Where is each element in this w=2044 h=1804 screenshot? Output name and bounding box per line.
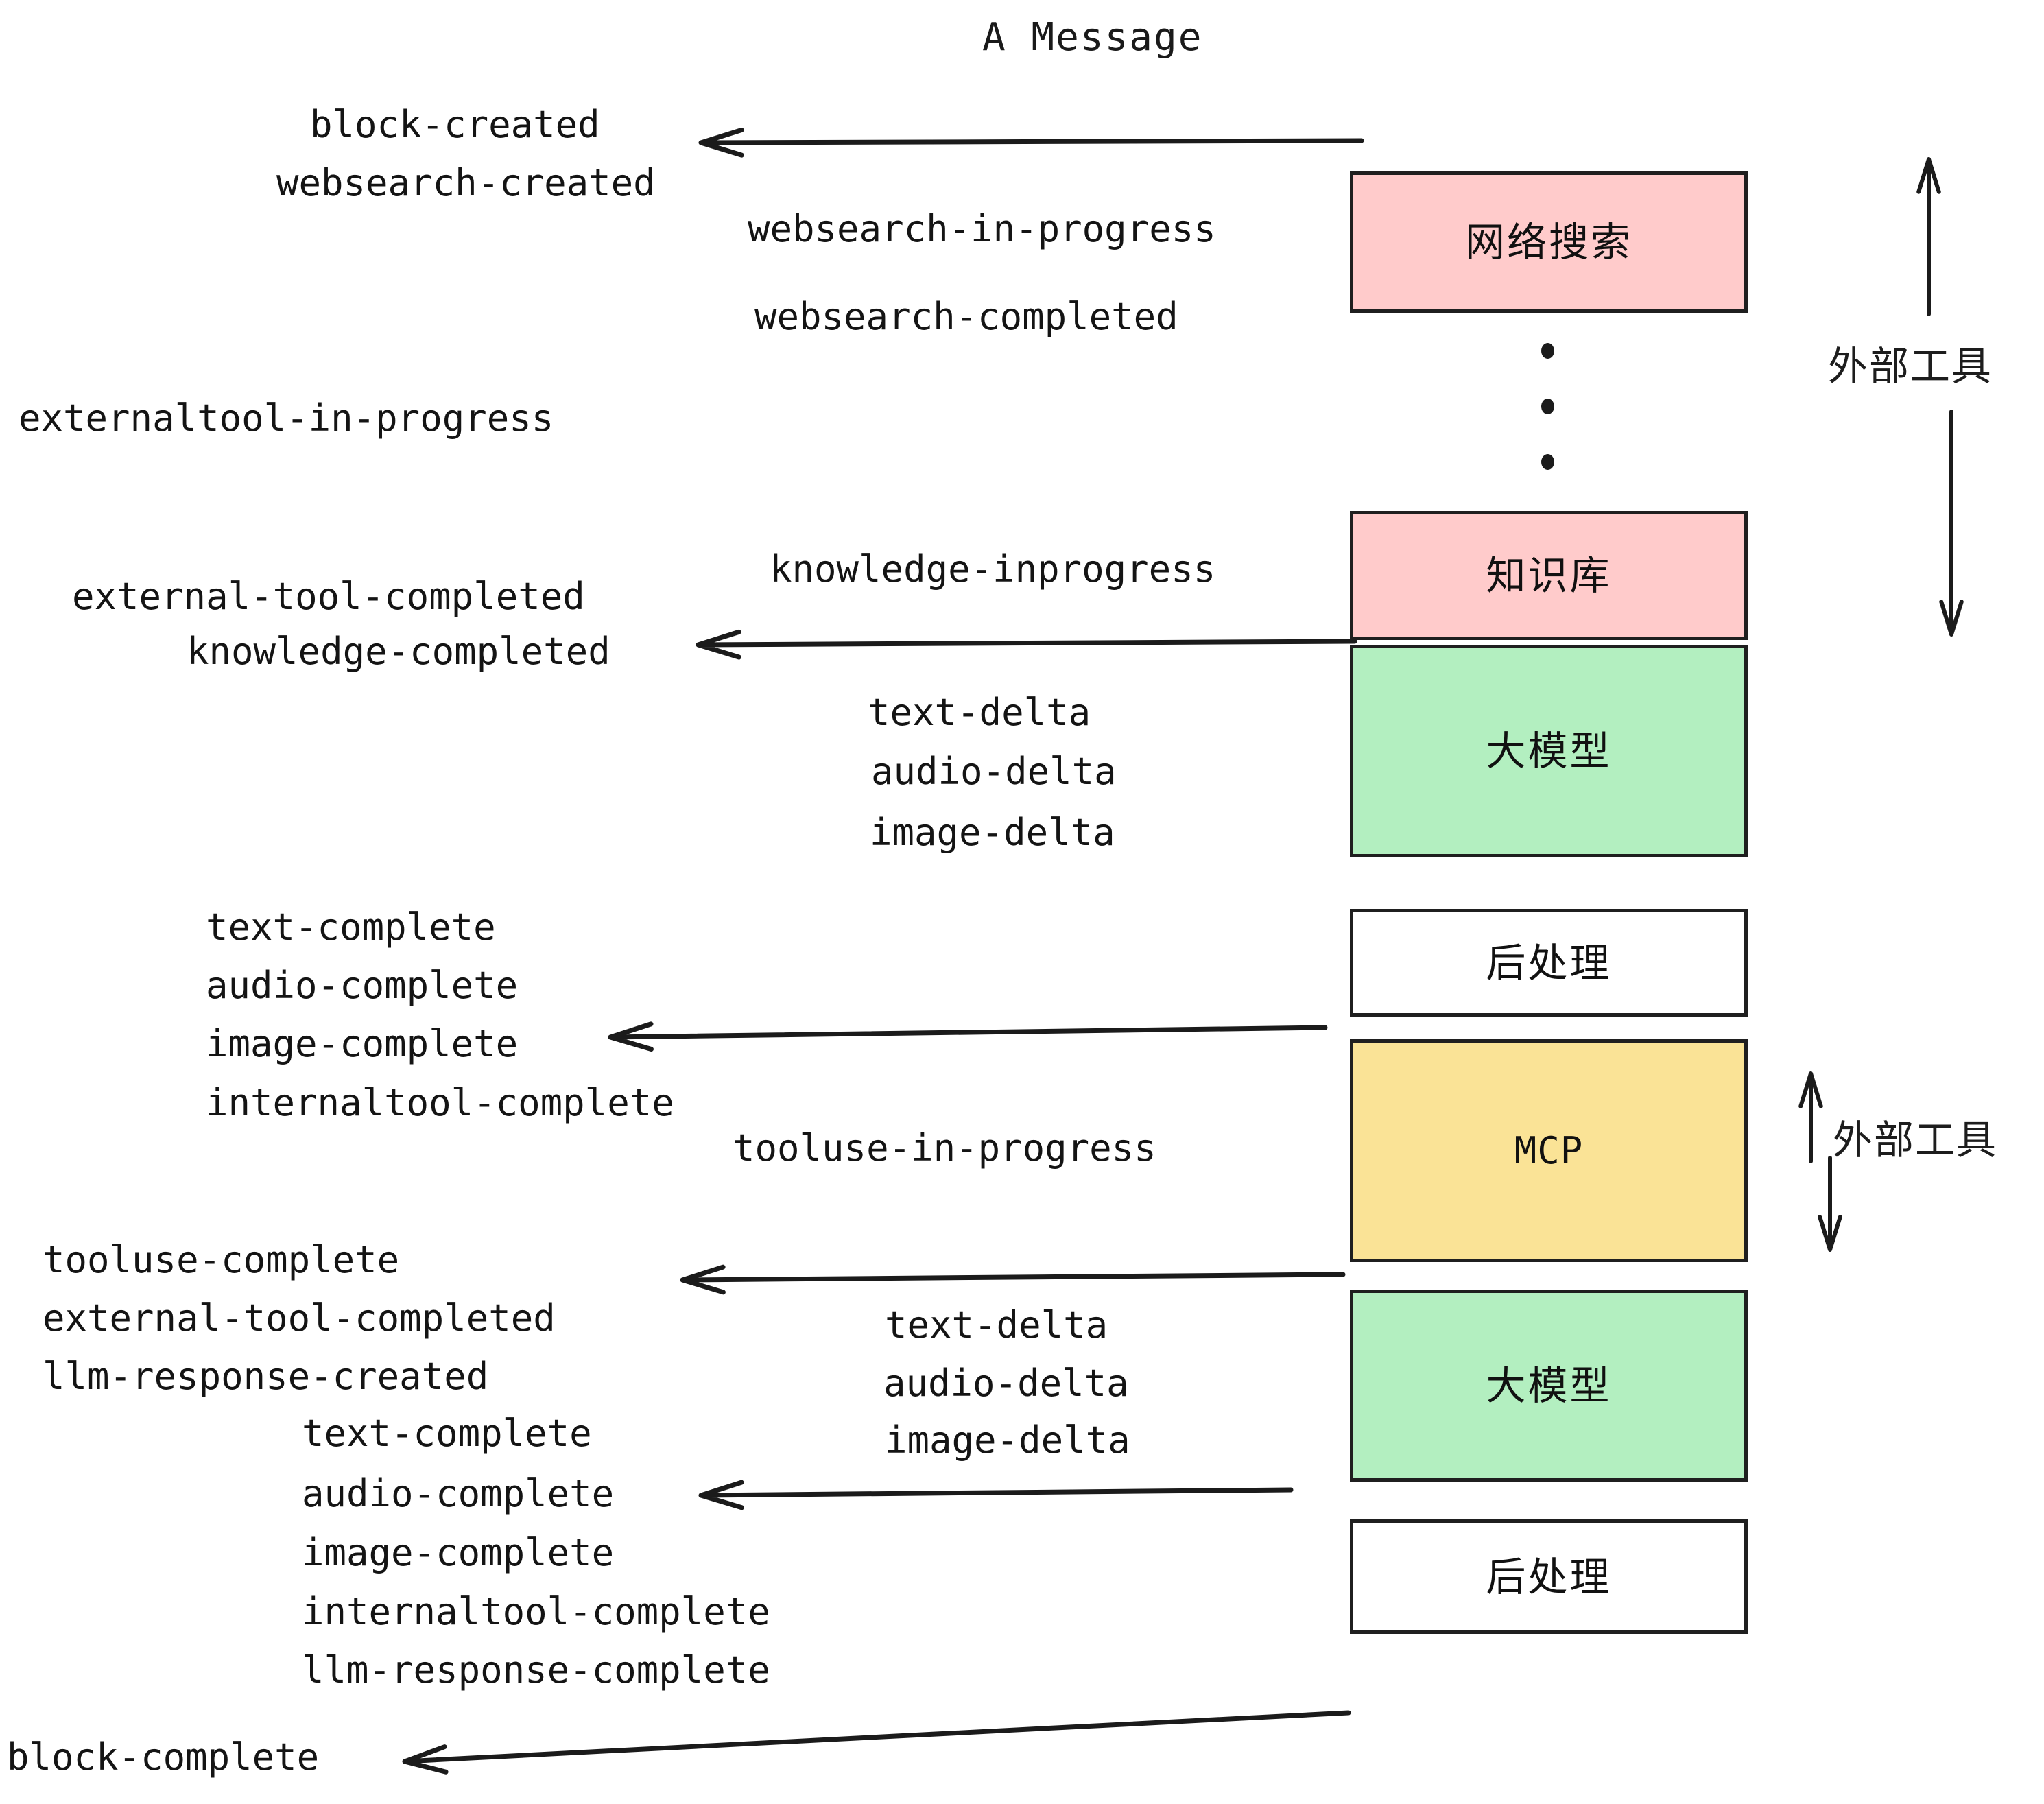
node-websearch[interactable]: 网络搜索 (1350, 171, 1748, 313)
event-label-image-delta: image-delta (885, 1419, 1130, 1462)
event-label-tooluse-in-progress: tooluse-in-progress (733, 1126, 1156, 1170)
event-label-internaltool-complete: internaltool-complete (206, 1081, 674, 1124)
event-label-audio-complete: audio-complete (302, 1472, 615, 1515)
external-tools-top-up-arrow (1916, 157, 1941, 316)
node-label: 大模型 (1486, 728, 1612, 774)
external-tools-top-down-arrow (1939, 410, 1964, 637)
event-label-image-complete: image-complete (206, 1022, 519, 1065)
event-label-knowledge-completed: knowledge-completed (187, 630, 610, 673)
diagram-title: A Message (982, 15, 1203, 60)
event-label-text-complete: text-complete (206, 905, 496, 949)
node-mcp[interactable]: MCP (1350, 1039, 1748, 1262)
arrow-block-created (698, 127, 1364, 158)
event-label-block-created: block-created (310, 103, 600, 146)
arrow-audio-complete (698, 1480, 1294, 1510)
node-label: 大模型 (1486, 1362, 1612, 1409)
event-label-audio-delta: audio-delta (871, 750, 1117, 793)
event-label-external-tool-completed: external-tool-completed (43, 1296, 556, 1340)
event-label-external-tool-completed: external-tool-completed (72, 575, 585, 618)
external-tools-bottom-down-arrow (1818, 1156, 1842, 1252)
event-label-text-delta: text-delta (885, 1303, 1108, 1346)
event-label-text-delta: text-delta (868, 691, 1091, 734)
node-label: MCP (1514, 1128, 1584, 1172)
arrow-image-complete (608, 1021, 1328, 1052)
vertical-ellipsis-icon (1540, 343, 1555, 470)
node-label: 网络搜索 (1464, 219, 1632, 265)
event-label-llm-response-complete: llm-response-complete (302, 1648, 770, 1692)
ellipsis-dot (1541, 399, 1554, 414)
event-label-knowledge-inprogress: knowledge-inprogress (770, 547, 1216, 591)
event-label-audio-complete: audio-complete (206, 964, 519, 1007)
ellipsis-dot (1541, 454, 1554, 470)
external-tools-bottom-up-arrow (1798, 1071, 1823, 1163)
ellipsis-dot (1541, 343, 1554, 359)
event-label-llm-response-created: llm-response-created (43, 1355, 489, 1398)
event-label-internaltool-complete: internaltool-complete (302, 1590, 770, 1633)
event-label-block-complete: block-complete (7, 1735, 320, 1779)
external-tools-bottom-label: 外部工具 (1833, 1117, 1998, 1163)
event-label-tooluse-complete: tooluse-complete (43, 1238, 400, 1281)
event-label-text-complete: text-complete (302, 1412, 592, 1455)
external-tools-top-label: 外部工具 (1828, 343, 1993, 390)
event-label-audio-delta: audio-delta (883, 1362, 1129, 1405)
event-label-websearch-created: websearch-created (276, 161, 656, 204)
node-label: 知识库 (1486, 552, 1612, 599)
event-label-websearch-in-progress: websearch-in-progress (748, 207, 1216, 250)
event-label-websearch-completed: websearch-completed (754, 295, 1178, 338)
arrow-knowledge-done (696, 629, 1357, 660)
event-label-image-delta: image-delta (870, 811, 1115, 854)
arrow-block-complete (402, 1710, 1351, 1775)
node-post-1[interactable]: 后处理 (1350, 909, 1748, 1017)
node-knowledge[interactable]: 知识库 (1350, 511, 1748, 640)
node-llm-2[interactable]: 大模型 (1350, 1290, 1748, 1482)
node-label: 后处理 (1486, 939, 1612, 986)
event-label-externaltool-in-progress: externaltool-in-progress (19, 396, 554, 440)
node-llm-1[interactable]: 大模型 (1350, 645, 1748, 857)
event-label-image-complete: image-complete (302, 1531, 615, 1574)
arrow-tooluse-done (680, 1264, 1346, 1295)
node-post-2[interactable]: 后处理 (1350, 1519, 1748, 1634)
node-label: 后处理 (1486, 1553, 1612, 1600)
